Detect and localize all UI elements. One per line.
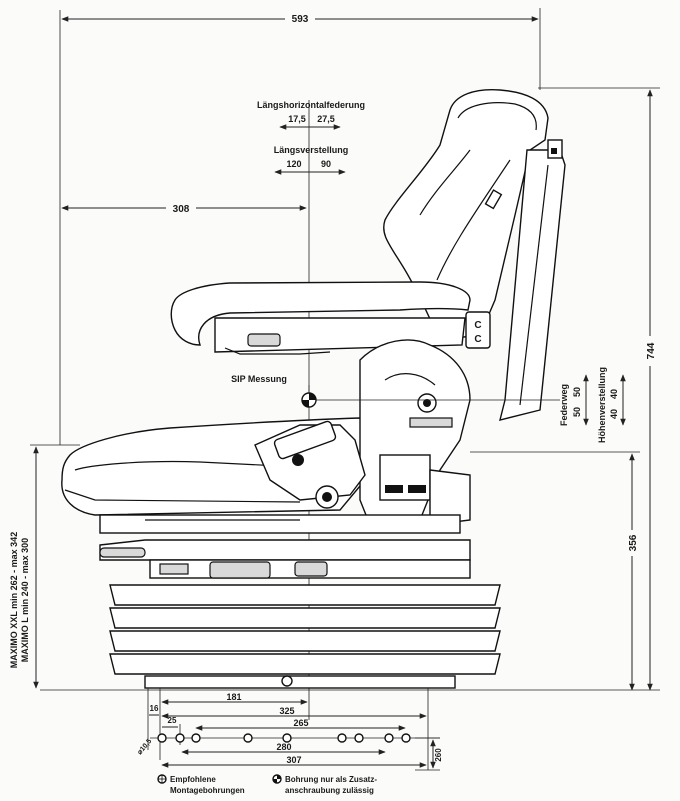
spring-travel-title: Federweg	[559, 384, 569, 426]
dim-265-label: 265	[293, 718, 308, 728]
sip-callout: SIP Messung	[231, 374, 560, 401]
dim-280-label: 280	[276, 742, 291, 752]
dim-308-label: 308	[173, 204, 190, 215]
spring-travel-callout: Federweg 50 50	[559, 374, 589, 426]
bellows-fold-4	[109, 653, 501, 675]
dim-base-height: 356	[40, 451, 660, 691]
legend-additional-line2: anschraubung zulässig	[285, 786, 374, 795]
hole-diameter-label: ⌀10,5	[136, 738, 153, 756]
sip-label: SIP Messung	[231, 374, 287, 384]
maximo-dim: MAXIMO XXL min 262 - max 342 MAXIMO L mi…	[9, 444, 80, 689]
lever-handle	[99, 547, 146, 558]
legend-recommended-line1: Empfohlene	[170, 775, 216, 784]
dim-overall-height: 744	[538, 87, 660, 691]
longitudinal-adjust-right: 90	[321, 159, 331, 169]
dim-744-label: 744	[646, 342, 657, 359]
seat-plate	[99, 514, 461, 534]
horizontal-suspension-callout: Längshorizontalfederung 17,5 27,5	[257, 100, 365, 130]
legend-recommended-line2: Montagebohrungen	[170, 786, 245, 795]
svg-text:C: C	[474, 320, 481, 331]
dim-front-to-backrest: 308	[61, 201, 307, 215]
bellows-fold-2	[109, 607, 501, 629]
height-adjust-right: 40	[609, 389, 619, 399]
spring-travel-left: 50	[572, 407, 582, 417]
mount-holes	[157, 733, 411, 743]
dim-593-label: 593	[292, 14, 309, 25]
bellows-fold-3	[109, 630, 501, 652]
horizontal-suspension-left: 17,5	[288, 114, 306, 124]
legend-additional-line1: Bohrung nur als Zusatz-	[285, 775, 377, 784]
horizontal-suspension-right: 27,5	[317, 114, 335, 124]
armrest-handle	[247, 333, 281, 347]
suspension-top-frame	[99, 539, 471, 561]
dim-307-label: 307	[286, 755, 301, 765]
dim-16-label: 16	[150, 704, 159, 713]
armrest	[170, 281, 471, 346]
longitudinal-adjust-callout: Längsverstellung 120 90	[274, 145, 349, 175]
legend: Empfohlene Montagebohrungen Bohrung nur …	[157, 774, 377, 795]
dim-25-label: 25	[168, 716, 177, 725]
dim-overall-length: 593	[59, 8, 541, 445]
height-adjust-title: Höhenverstellung	[597, 367, 607, 443]
base-plate	[144, 675, 456, 689]
horizontal-suspension-title: Längshorizontalfederung	[257, 100, 365, 110]
dim-325-label: 325	[279, 706, 294, 716]
svg-text:C: C	[474, 334, 481, 345]
seat-illustration: C C	[61, 88, 566, 689]
longitudinal-adjust-title: Längsverstellung	[274, 145, 349, 155]
height-adjust-left: 40	[609, 409, 619, 419]
maximo-l-label: MAXIMO L min 240 - max 300	[20, 538, 30, 662]
maximo-xxl-label: MAXIMO XXL min 262 - max 342	[9, 532, 19, 668]
dim-356-label: 356	[628, 534, 639, 551]
dim-181-label: 181	[226, 692, 241, 702]
dim-260-label: 260	[434, 748, 443, 762]
bellows-fold-1	[109, 584, 501, 606]
height-adjust-callout: Höhenverstellung 40 40	[597, 367, 626, 443]
spring-travel-right: 50	[572, 387, 582, 397]
longitudinal-adjust-left: 120	[286, 159, 301, 169]
base-hole-dimensions: 181 16 325 25 265 ⌀10,5 280	[136, 688, 443, 771]
